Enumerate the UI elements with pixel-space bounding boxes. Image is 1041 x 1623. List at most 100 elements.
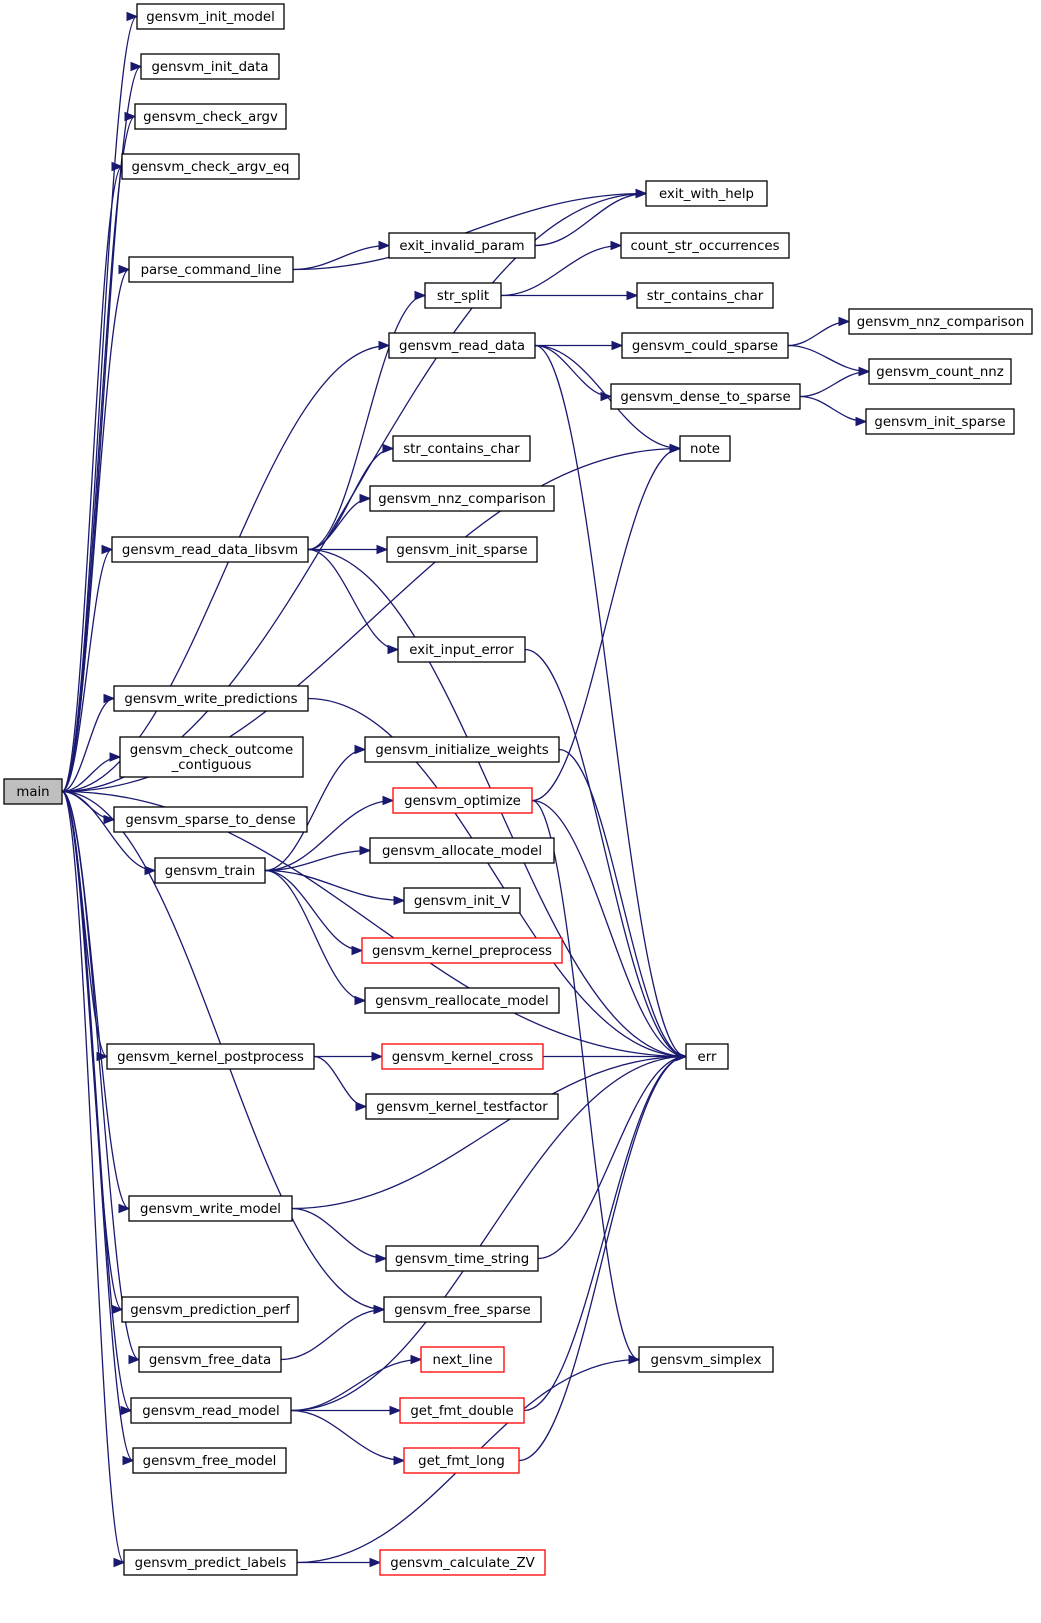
edge-get_fmt_long-to-err (518, 1051, 688, 1462)
node-box (136, 3, 285, 30)
edge-could_sparse-to-count_nnz (787, 344, 871, 377)
node-free-sparse[interactable]: gensvm_free_sparse (383, 1296, 542, 1323)
node-count-nnz[interactable]: gensvm_count_nnz (868, 358, 1012, 385)
node-label: gensvm_initialize_weights (375, 743, 548, 758)
node-box (386, 536, 538, 563)
node-box (134, 103, 287, 130)
node-could-sparse[interactable]: gensvm_could_sparse (621, 332, 789, 359)
edge-main-to-parse_command_line (61, 264, 131, 793)
node-initialize-weights[interactable]: gensvm_initialize_weights (364, 736, 560, 763)
node-prediction-perf[interactable]: gensvm_prediction_perf (121, 1296, 299, 1323)
node-box (121, 1296, 299, 1323)
node-init-data[interactable]: gensvm_init_data (140, 53, 280, 80)
node-label: gensvm_kernel_testfactor (376, 1100, 548, 1115)
node-next-line[interactable]: next_line (420, 1346, 505, 1373)
node-simplex[interactable]: gensvm_simplex (638, 1346, 774, 1373)
node-init-model[interactable]: gensvm_init_model (136, 3, 285, 30)
node-parse-command-line[interactable]: parse_command_line (128, 256, 294, 283)
node-str-split[interactable]: str_split (424, 282, 502, 309)
edge-train-to-optimize (264, 795, 395, 872)
node-box (3, 778, 63, 805)
node-free-data[interactable]: gensvm_free_data (138, 1346, 282, 1373)
edge-exit_invalid_param-to-exit_with_help (534, 188, 648, 247)
edge-main-to-free_data (61, 790, 141, 1365)
node-nnz-comparison-2[interactable]: gensvm_nnz_comparison (369, 485, 555, 512)
node-read-model[interactable]: gensvm_read_model (130, 1397, 292, 1424)
edge-main-to-check_argv_eq (61, 161, 124, 793)
node-box (645, 180, 768, 207)
node-write-predictions[interactable]: gensvm_write_predictions (113, 685, 309, 712)
node-exit-with-help[interactable]: exit_with_help (645, 180, 768, 207)
node-note[interactable]: note (679, 435, 731, 462)
node-box (685, 1043, 729, 1070)
edge-main-to-check_outcome_contiguous (61, 752, 122, 793)
node-predict-labels[interactable]: gensvm_predict_labels (123, 1549, 298, 1576)
node-allocate-model[interactable]: gensvm_allocate_model (369, 837, 555, 864)
node-box (638, 1346, 774, 1373)
node-kernel-testfactor[interactable]: gensvm_kernel_testfactor (365, 1093, 559, 1120)
node-str-contains-char-2[interactable]: str_contains_char (392, 435, 531, 462)
node-err[interactable]: err (685, 1043, 729, 1070)
node-kernel-postprocess[interactable]: gensvm_kernel_postprocess (106, 1043, 315, 1070)
node-label: gensvm_free_model (143, 1454, 277, 1469)
node-box (364, 736, 560, 763)
node-count-str-occurrences[interactable]: count_str_occurrences (620, 232, 790, 259)
node-label: err (698, 1050, 717, 1065)
node-exit-invalid-param[interactable]: exit_invalid_param (388, 232, 536, 259)
node-box (865, 408, 1015, 435)
node-label: _contiguous (171, 758, 252, 773)
node-label: gensvm_check_argv_eq (132, 160, 290, 175)
node-box (128, 1195, 293, 1222)
node-init-sparse-1[interactable]: gensvm_init_sparse (865, 408, 1015, 435)
edge-read_model-to-get_fmt_long (290, 1409, 406, 1466)
node-exit-input-error[interactable]: exit_input_error (397, 636, 526, 663)
node-box (868, 358, 1012, 385)
node-optimize[interactable]: gensvm_optimize (392, 787, 533, 814)
node-read-data[interactable]: gensvm_read_data (388, 332, 536, 359)
edge-str_split-to-count_str_occurrences (500, 240, 623, 297)
node-read-data-libsvm[interactable]: gensvm_read_data_libsvm (111, 536, 309, 563)
node-box (123, 1549, 298, 1576)
node-init-V[interactable]: gensvm_init_V (403, 887, 521, 914)
node-label: str_contains_char (403, 442, 520, 457)
node-box (397, 636, 526, 663)
node-get-fmt-double[interactable]: get_fmt_double (399, 1397, 525, 1424)
node-kernel-cross[interactable]: gensvm_kernel_cross (381, 1043, 544, 1070)
node-label: str_split (437, 289, 489, 304)
node-time-string[interactable]: gensvm_time_string (385, 1245, 539, 1272)
node-sparse-to-dense[interactable]: gensvm_sparse_to_dense (113, 806, 308, 833)
node-check-outcome-contiguous[interactable]: gensvm_check_outcome_contiguous (119, 736, 304, 778)
node-init-sparse-2[interactable]: gensvm_init_sparse (386, 536, 538, 563)
node-free-model[interactable]: gensvm_free_model (132, 1447, 287, 1474)
node-calculate-ZV[interactable]: gensvm_calculate_ZV (379, 1549, 546, 1576)
node-write-model[interactable]: gensvm_write_model (128, 1195, 293, 1222)
node-main[interactable]: main (3, 778, 63, 805)
node-check-argv[interactable]: gensvm_check_argv (134, 103, 287, 130)
edge-read_data_libsvm-to-str_split (307, 290, 427, 551)
node-kernel-preprocess[interactable]: gensvm_kernel_preprocess (361, 937, 563, 964)
node-label: next_line (432, 1353, 492, 1368)
node-label: gensvm_init_sparse (396, 543, 527, 558)
node-label: gensvm_init_sparse (874, 415, 1005, 430)
edge-read_data_libsvm-to-init_sparse_2 (308, 544, 389, 555)
node-nnz-comparison-1[interactable]: gensvm_nnz_comparison (848, 308, 1033, 335)
node-label: gensvm_init_V (414, 894, 510, 909)
node-label: gensvm_kernel_cross (392, 1050, 534, 1065)
node-box (154, 857, 266, 884)
node-label: gensvm_train (165, 864, 255, 879)
node-get-fmt-long[interactable]: get_fmt_long (403, 1447, 520, 1474)
edge-train-to-init_V (264, 869, 406, 906)
node-box (383, 1296, 542, 1323)
node-train[interactable]: gensvm_train (154, 857, 266, 884)
node-box (620, 232, 790, 259)
node-label: gensvm_nnz_comparison (378, 492, 546, 507)
edge-optimize-to-note (531, 443, 682, 802)
node-check-argv-eq[interactable]: gensvm_check_argv_eq (121, 153, 300, 180)
node-str-contains-char-1[interactable]: str_contains_char (636, 282, 774, 309)
node-label: gensvm_count_nnz (876, 365, 1003, 380)
node-dense-to-sparse[interactable]: gensvm_dense_to_sparse (610, 383, 801, 410)
node-label: gensvm_reallocate_model (375, 994, 548, 1009)
edge-main-to-read_data (61, 340, 391, 793)
node-box (365, 1093, 559, 1120)
node-reallocate-model[interactable]: gensvm_reallocate_model (364, 987, 560, 1014)
